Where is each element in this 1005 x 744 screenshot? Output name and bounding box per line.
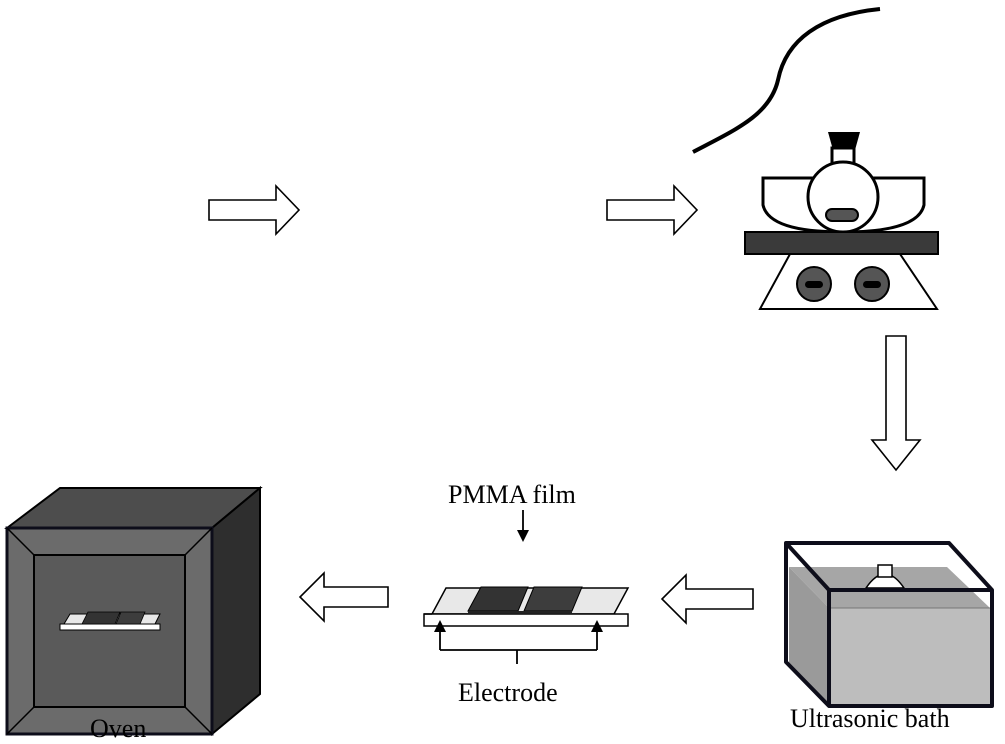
electrode-sample: [423, 510, 630, 664]
stir-bar: [825, 208, 859, 222]
electrode-label: Electrode: [458, 678, 558, 707]
arrow-down-icon: [870, 335, 922, 472]
magnetic-stirrer: [692, 7, 939, 310]
tube-line: [692, 7, 881, 154]
ultrasonic-bath: [784, 541, 994, 708]
oven: [4, 485, 263, 737]
arrow-right-icon: [208, 184, 301, 236]
oven-label: Oven: [90, 714, 147, 743]
pmma-film: [523, 586, 583, 612]
arrow-left-icon: [298, 571, 389, 623]
arrow-left-icon: [660, 573, 754, 625]
flask-stopper: [828, 132, 860, 150]
pmma-film-label: PMMA film: [448, 480, 576, 509]
ultrasonic-bath-label: Ultrasonic bath: [790, 704, 950, 733]
stirrer-base: [758, 253, 939, 310]
bath-frame: [784, 541, 994, 708]
arrow-right-icon: [606, 184, 699, 236]
stirrer-plate: [744, 231, 939, 255]
